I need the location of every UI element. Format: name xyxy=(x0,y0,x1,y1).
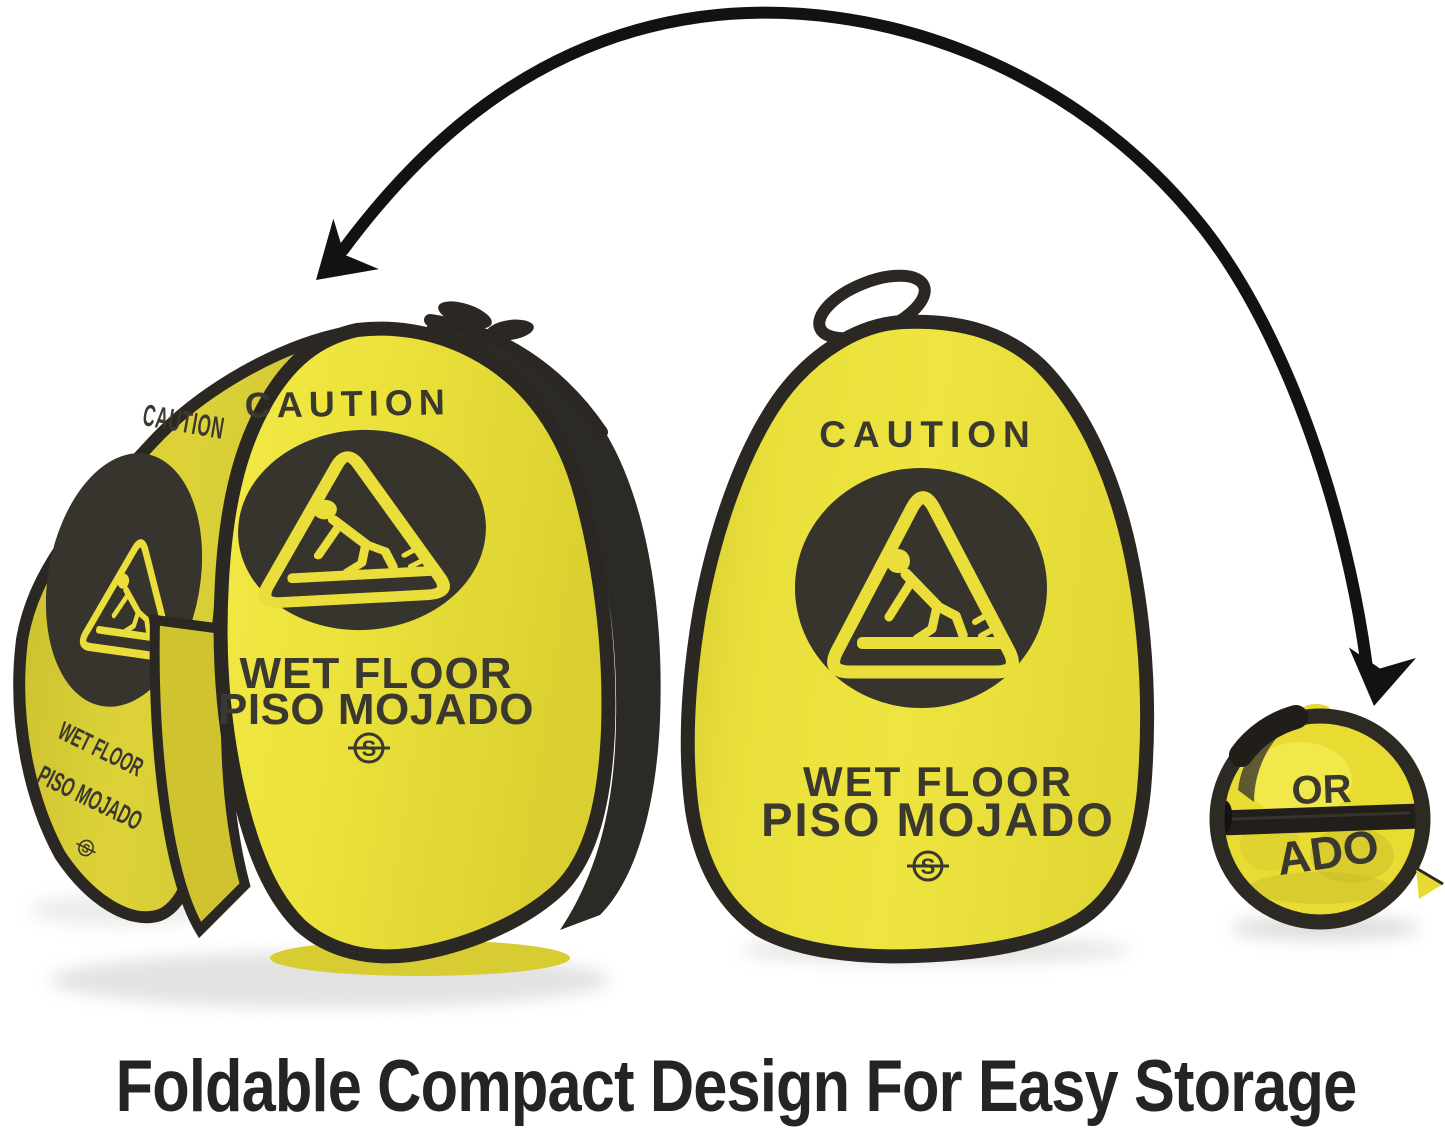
flat-sign-piso-mojado: PISO MOJADO xyxy=(761,793,1115,846)
caption: Foldable Compact Design For Easy Storage xyxy=(115,1046,1358,1127)
disc-fold-peek-trim xyxy=(1415,866,1444,886)
front-face-wet-floor: WET FLOOR xyxy=(240,649,513,698)
open-popup-sign: CAUTION WET FLOOR PISO MOJADO CAUTION WE… xyxy=(13,301,661,1008)
front-face-piso-mojado: PISO MOJADO xyxy=(218,685,534,734)
elastic-band-ridge xyxy=(1229,811,1410,821)
flat-panel-sign: CAUTION WET FLOOR PISO MOJADO xyxy=(680,269,1155,964)
flat-sign-caution: CAUTION xyxy=(819,414,1037,455)
disc-shade-3 xyxy=(1250,872,1390,904)
apex-tab-1 xyxy=(438,301,492,329)
arrow-head-right xyxy=(1348,647,1417,706)
disc-text-fragment-top: OR xyxy=(1291,767,1353,813)
disc-fold-peek xyxy=(1416,868,1443,899)
disc-rim xyxy=(1209,708,1431,930)
fold-arrow xyxy=(316,6,1417,706)
arrow-shaft xyxy=(337,6,1373,674)
back-face-edge xyxy=(425,318,661,930)
front-face: CAUTION WET FLOOR PISO MOJADO xyxy=(213,321,616,964)
folded-disc-sign: OR ADO xyxy=(1209,704,1444,940)
elastic-band xyxy=(1217,803,1425,836)
disc-shade-1 xyxy=(1310,827,1394,883)
disc-fold-crease xyxy=(1238,718,1298,802)
disc-rim-thick xyxy=(1229,705,1308,767)
back-face-top-trim xyxy=(424,314,608,438)
front-face-caution: CAUTION xyxy=(244,381,451,426)
arrow-head-left xyxy=(316,218,379,280)
disc-elastic-band xyxy=(1217,803,1425,836)
flat-sign-wet-floor: WET FLOOR xyxy=(803,758,1073,805)
disc-highlight xyxy=(1248,742,1352,818)
apex-tab-2 xyxy=(486,319,534,341)
